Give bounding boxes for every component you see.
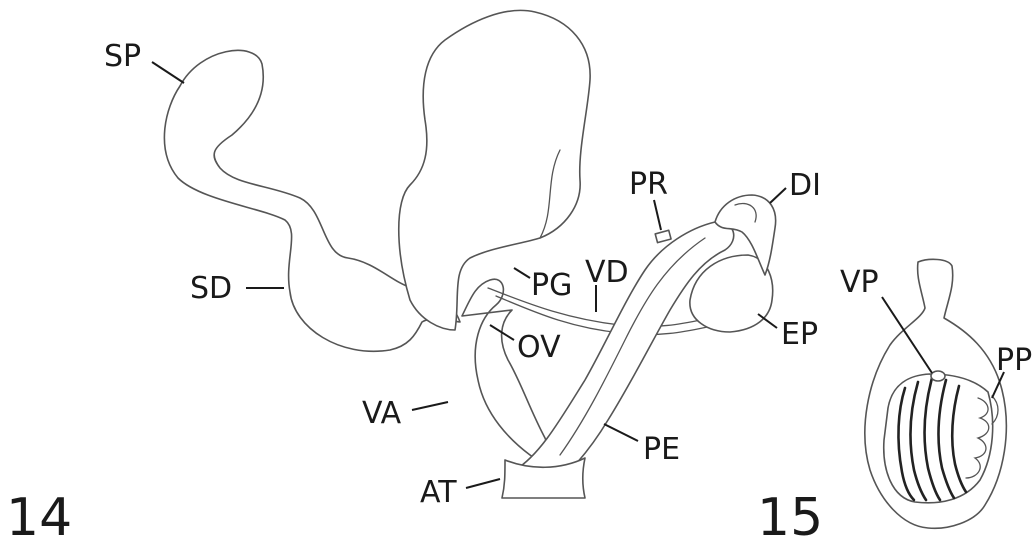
label-sd: SD [190, 271, 232, 306]
vas-deferens-inner [496, 296, 712, 335]
penis-retractor-stub [655, 230, 671, 242]
label-pe: PE [643, 432, 680, 467]
figure-number-15: 15 [757, 488, 823, 543]
figure-number-14: 14 [6, 488, 72, 543]
label-vp: VP [840, 265, 879, 300]
label-di: DI [789, 168, 821, 203]
leader-di [770, 188, 786, 203]
leader-sp [152, 62, 184, 83]
label-ep: EP [781, 317, 818, 352]
label-ov: OV [517, 330, 561, 365]
leader-pg [514, 268, 530, 278]
label-pr: PR [629, 167, 668, 202]
leader-pe [604, 424, 638, 441]
leader-pr [654, 200, 661, 230]
label-pp: PP [996, 343, 1032, 378]
leader-at [466, 479, 500, 488]
label-sp: SP [104, 39, 141, 74]
label-vd: VD [585, 255, 629, 290]
oviduct-vagina-outline [462, 279, 548, 460]
verge-papilla [931, 371, 945, 381]
label-pg: PG [531, 268, 572, 303]
label-va: VA [362, 396, 402, 431]
figure-15-drawing [865, 259, 1006, 528]
label-at: AT [420, 475, 457, 510]
leader-va [412, 402, 448, 410]
figure-14-drawing [164, 10, 775, 498]
